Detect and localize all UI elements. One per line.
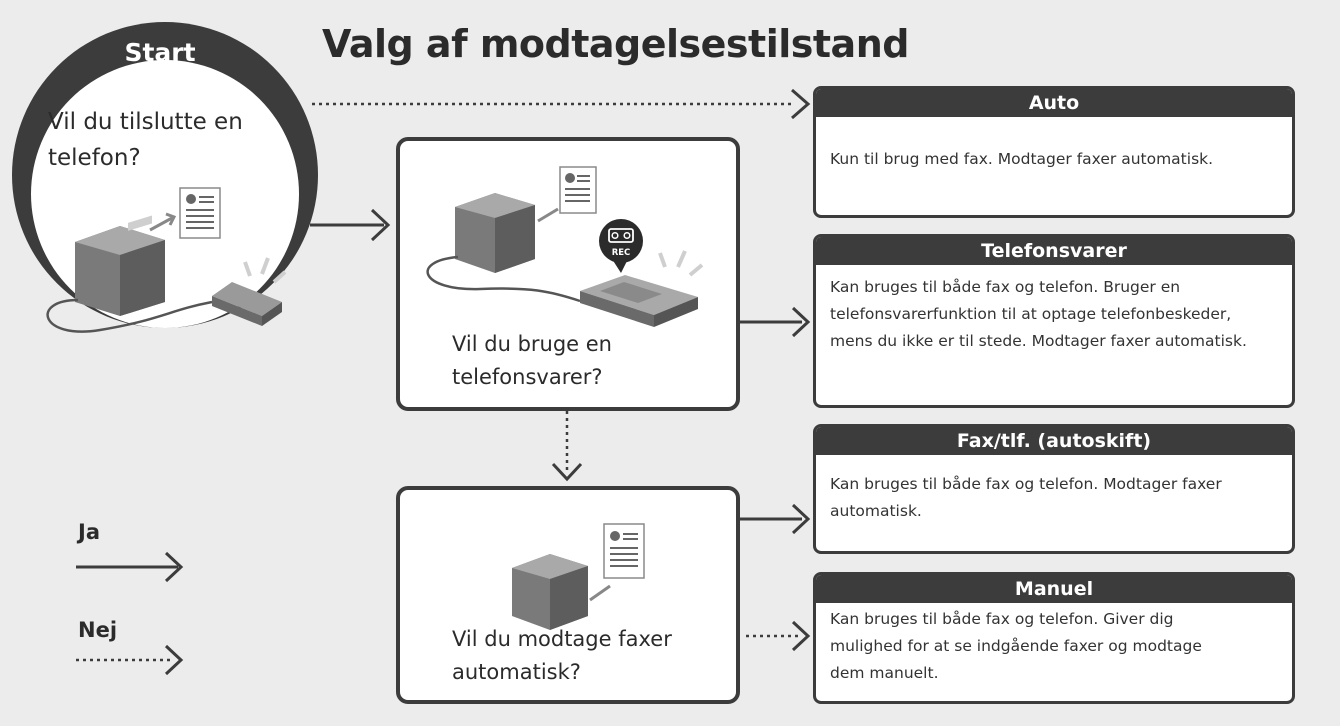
mode-description-line: mens du ikke er til stede. Modtager faxe… [830,332,1247,350]
question-line: automatisk? [452,660,581,684]
mode-description: Kan bruges til både fax og telefon. Modt… [816,455,1292,525]
question-auto-receive-text: Vil du modtage faxer automatisk? [452,623,672,689]
mode-description: Kan bruges til både fax og telefon. Give… [816,603,1292,687]
mode-description-line: telefonsvarerfunktion til at optage tele… [830,305,1232,323]
answering-machine-illustration: REC [426,166,704,327]
phone-handset-icon [212,257,287,326]
mode-title: Auto [816,89,1292,117]
question-box-answering-machine: REC Vil du bruge en telefonsvarer? [396,137,740,411]
question-box-auto-receive: Vil du modtage faxer automatisk? [396,486,740,704]
legend-no-label: Nej [78,618,118,642]
question-line: telefonsvarer? [452,365,603,389]
document-icon [179,187,221,239]
fax-machine-icon [512,554,588,630]
phone-cable [426,255,581,303]
fax-machine-icon [75,215,165,316]
send-arrow-icon [589,584,611,602]
mode-description-line: mulighed for at se indgående faxer og mo… [830,637,1202,655]
mode-box-auto: Auto Kun til brug med fax. Modtager faxe… [813,86,1295,218]
mode-description-line: automatisk. [830,502,922,520]
document-icon [559,166,597,214]
mode-description-line: Kan bruges til både fax og telefon. Brug… [830,278,1181,296]
mode-description-line: Kun til brug med fax. Modtager faxer aut… [830,150,1214,168]
arrowhead-faxtel [791,503,811,535]
question-connect-phone: Vil du tilslutte en telefon? [48,104,278,176]
arrowhead-manual [791,620,811,652]
arrowhead-q3 [551,462,583,482]
auto-receive-illustration [512,523,645,630]
mode-description-line: Kan bruges til både fax og telefon. Give… [830,610,1174,628]
mode-title: Manuel [816,575,1292,603]
question-line: Vil du modtage faxer [452,627,672,651]
document-icon [603,523,645,579]
mode-description-line: Kan bruges til både fax og telefon. Modt… [830,475,1222,493]
rec-badge-icon: REC [599,219,643,273]
phone-cable [46,298,213,333]
question-line: telefon? [48,145,141,171]
question-answering-machine-text: Vil du bruge en telefonsvarer? [452,328,612,394]
mode-box-fax-tel-autoswitch: Fax/tlf. (autoskift) Kan bruges til både… [813,424,1295,554]
arrowhead-answering [791,306,811,338]
arrowhead-auto [791,88,811,120]
mode-box-manual: Manuel Kan bruges til både fax og telefo… [813,572,1295,704]
page-title: Valg af modtagelsestilstand [322,22,909,66]
question-line: Vil du bruge en [452,332,612,356]
start-label: Start [124,38,196,67]
legend-yes-label: Ja [78,520,100,544]
mode-box-answering-machine: Telefonsvarer Kan bruges til både fax og… [813,234,1295,408]
mode-title: Fax/tlf. (autoskift) [816,427,1292,455]
send-arrow-icon [537,207,559,223]
arrowhead-q2 [370,208,391,242]
question-line: Vil du tilslutte en [48,109,243,135]
mode-title: Telefonsvarer [816,237,1292,265]
answering-machine-icon [580,250,704,327]
send-arrow-icon [149,216,173,232]
mode-description: Kan bruges til både fax og telefon. Brug… [816,265,1292,355]
mode-description-line: dem manuelt. [830,664,939,682]
fax-machine-icon [455,193,535,273]
rec-label: REC [612,248,631,258]
mode-description: Kun til brug med fax. Modtager faxer aut… [816,117,1292,173]
